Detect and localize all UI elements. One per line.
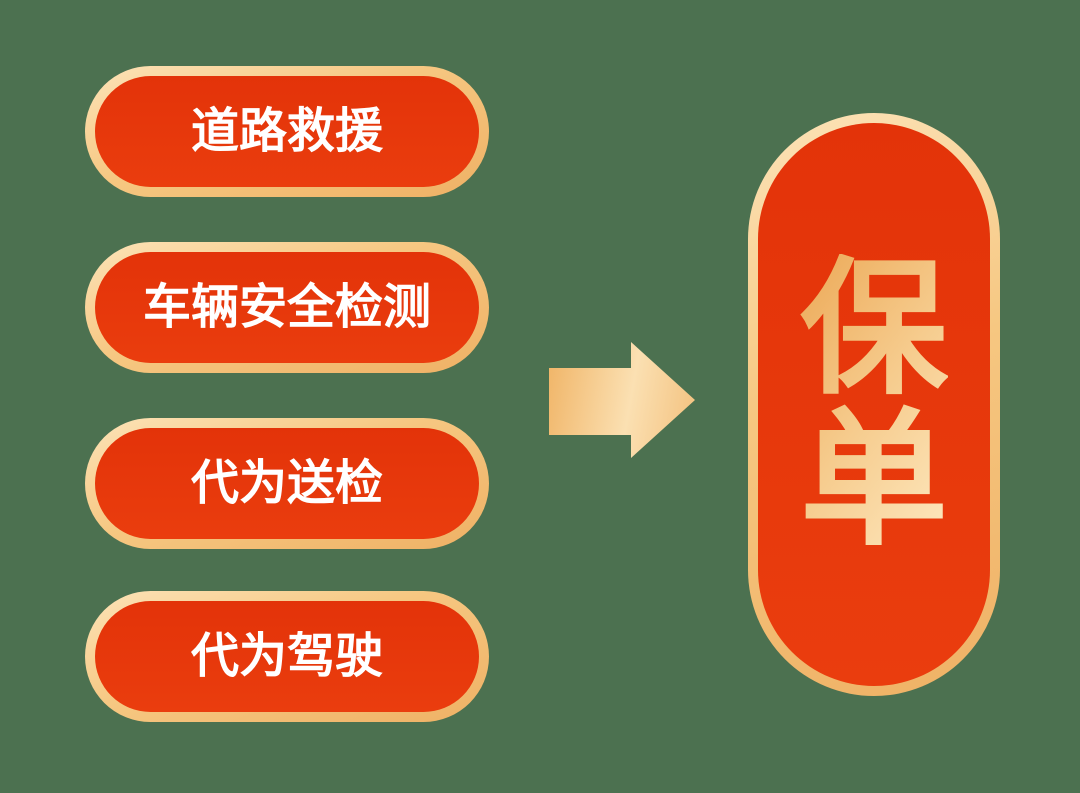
service-pill-fill: 车辆安全检测 [95, 252, 479, 363]
service-pill-inspection-on-behalf: 代为送检 [85, 418, 489, 549]
service-pill-vehicle-safety-inspection: 车辆安全检测 [85, 242, 489, 373]
service-pill-label: 代为驾驶 [190, 629, 383, 683]
service-pill-fill: 道路救援 [95, 76, 479, 187]
service-pill-label: 代为送检 [190, 456, 383, 510]
service-pill-label: 车辆安全检测 [142, 280, 431, 334]
policy-result-pill-fill: 保 单 [758, 123, 990, 686]
service-pill-fill: 代为送检 [95, 428, 479, 539]
policy-result-label: 保 单 [800, 246, 948, 563]
service-pill-road-rescue: 道路救援 [85, 66, 489, 197]
arrow-right-icon [549, 342, 695, 458]
service-pill-label: 道路救援 [190, 104, 383, 158]
service-pill-driving-on-behalf: 代为驾驶 [85, 591, 489, 722]
service-pill-fill: 代为驾驶 [95, 601, 479, 712]
policy-result-pill: 保 单 [748, 113, 1000, 696]
